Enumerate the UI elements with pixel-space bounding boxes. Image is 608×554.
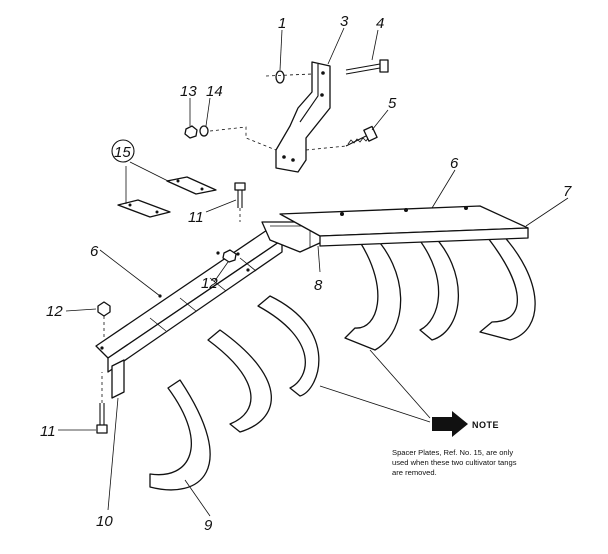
upright-10 [111,359,125,399]
callout-14: 14 [206,83,223,100]
note-line-3: are removed. [392,468,437,477]
nut-12-frame [222,249,237,263]
frame-bar-right [279,205,529,247]
frame-bar-left [95,227,283,373]
callout-7: 7 [563,183,572,200]
callout-12-left: 12 [46,303,63,320]
callout-15: 15 [114,144,131,161]
note-line-2: used when these two cultivator tangs [392,458,517,467]
callout-10: 10 [96,513,113,530]
callout-8: 8 [314,277,323,294]
callout-11-lower: 11 [40,423,56,440]
bolt-5 [305,125,378,151]
note-arrow [432,411,468,437]
bolt-4 [345,59,389,75]
callout-4: 4 [376,15,384,32]
callout-5: 5 [388,95,397,112]
note-line-1: Spacer Plates, Ref. No. 15, are only [392,448,513,457]
callout-6-right: 6 [450,155,459,172]
pin-1 [265,70,313,84]
mounting-bracket [275,61,331,173]
note-block: NOTE Spacer Plates, Ref. No. 15, are onl… [392,420,517,477]
bolt-11-upper [234,182,246,222]
nut-and-washer [184,125,277,151]
nut-12-left [97,301,111,340]
note-title: NOTE [472,420,499,430]
callout-6-left: 6 [90,243,99,260]
callout-numbers: 1 3 4 5 13 14 15 11 6 6 7 8 12 12 11 10 … [40,13,572,534]
leader-lines [58,27,569,517]
bolt-11-lower [96,372,108,434]
callout-1: 1 [278,15,286,32]
callout-13: 13 [180,83,197,100]
tines [149,231,536,491]
callout-3: 3 [340,13,349,30]
callout-9: 9 [204,517,213,534]
callout-12-frame: 12 [201,275,218,292]
callout-15-circle [111,139,135,163]
callout-11-upper: 11 [188,209,204,226]
spacer-plates [117,176,217,218]
